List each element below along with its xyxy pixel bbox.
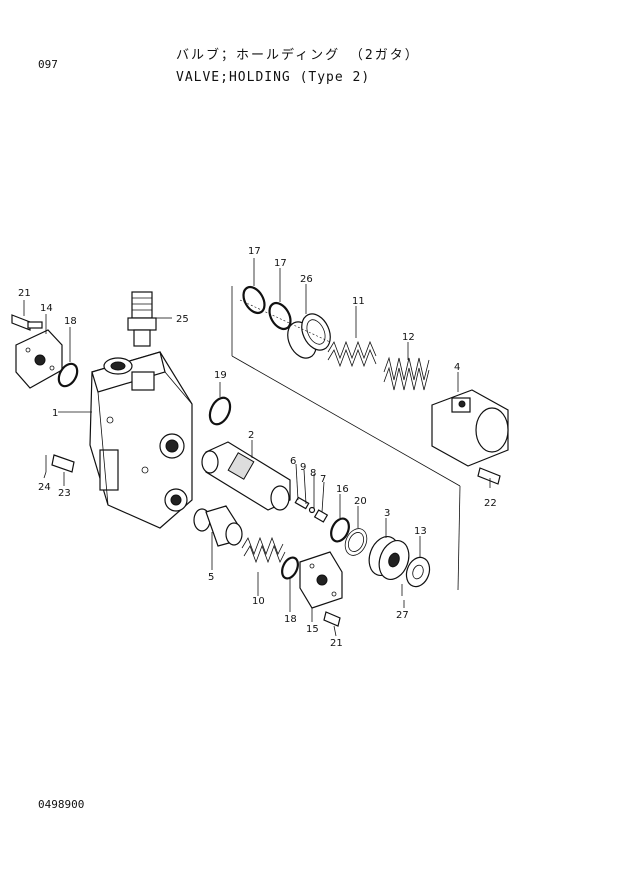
pin-and-plate — [45, 454, 75, 473]
cover-4 — [431, 389, 509, 485]
callout-24: 24 — [38, 482, 51, 493]
page-number: 097 — [38, 58, 58, 71]
callout-23: 23 — [58, 488, 71, 499]
valve-body — [89, 351, 193, 529]
callout-11: 11 — [352, 296, 365, 307]
cover-15 — [299, 551, 343, 627]
callout-17: 17 — [274, 258, 287, 269]
o-ring-17b — [268, 301, 292, 331]
piston-3 — [368, 536, 410, 580]
plug-5 — [193, 505, 243, 547]
callout-21: 21 — [330, 638, 343, 649]
spring-11 — [327, 340, 377, 368]
spring-10 — [241, 536, 286, 564]
callout-27: 27 — [396, 610, 409, 621]
callout-17: 17 — [248, 246, 261, 257]
callout-18: 18 — [64, 316, 77, 327]
callout-21: 21 — [18, 288, 31, 299]
callout-19: 19 — [214, 370, 227, 381]
callout-12: 12 — [402, 332, 415, 343]
callout-25: 25 — [176, 314, 189, 325]
o-ring-17a — [242, 285, 266, 315]
leader-lines — [23, 258, 491, 637]
callout-13: 13 — [414, 526, 427, 537]
callout-8: 8 — [310, 468, 316, 479]
cover-plate-left — [11, 314, 79, 389]
plate-13 — [405, 556, 431, 588]
spool-2 — [201, 441, 291, 511]
callout-3: 3 — [384, 508, 390, 519]
callout-16: 16 — [336, 484, 349, 495]
callout-20: 20 — [354, 496, 367, 507]
o-ring-16 — [330, 517, 350, 543]
title-english: VALVE;HOLDING (Type 2) — [176, 70, 371, 85]
plug-part — [127, 291, 172, 347]
callout-22: 22 — [484, 498, 497, 509]
title-japanese: バルブ；ホールディング （2ガタ） — [176, 48, 420, 63]
spring-12 — [383, 356, 430, 391]
callout-6: 6 — [290, 456, 296, 467]
callout-26: 26 — [300, 274, 313, 285]
small-parts — [294, 496, 329, 523]
callout-15: 15 — [306, 624, 319, 635]
retainer-ring — [287, 313, 331, 359]
callout-4: 4 — [454, 362, 460, 373]
callout-18: 18 — [284, 614, 297, 625]
callout-9: 9 — [300, 462, 306, 473]
callout-10: 10 — [252, 596, 265, 607]
o-ring-19 — [208, 396, 232, 426]
callout-14: 14 — [40, 303, 53, 314]
callout-2: 2 — [248, 430, 254, 441]
seal-20 — [344, 528, 368, 556]
callout-1: 1 — [52, 408, 58, 419]
callout-labels: 21 14 18 25 1 19 24 23 17 17 26 11 12 4 … — [18, 246, 497, 649]
o-ring-18b — [281, 556, 299, 580]
callout-7: 7 — [320, 474, 326, 485]
callout-5: 5 — [208, 572, 214, 583]
document-code: 0498900 — [38, 798, 85, 811]
assembly-guide-lines — [231, 286, 461, 591]
